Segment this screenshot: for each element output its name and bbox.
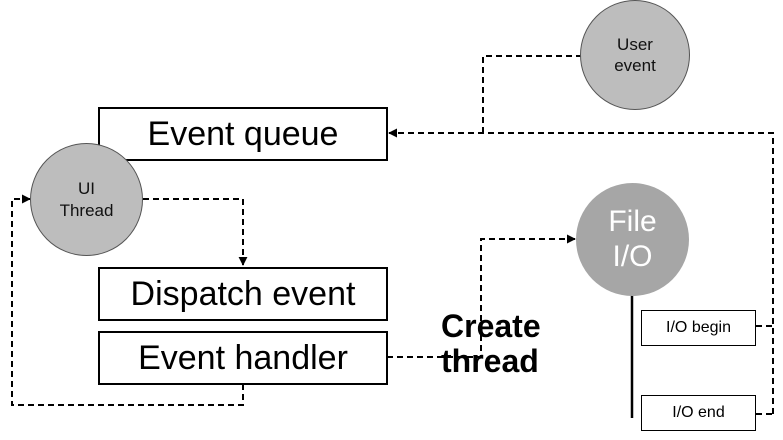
event-handler-label: Event handler bbox=[138, 338, 348, 377]
user-event-line-1: User bbox=[617, 34, 653, 54]
dispatch-event-box: Dispatch event bbox=[98, 267, 388, 321]
user-event-circle: User event bbox=[580, 0, 690, 110]
io-end-label: I/O end bbox=[672, 404, 725, 421]
create-thread-line-1: Create bbox=[441, 308, 541, 344]
dispatch-event-label: Dispatch event bbox=[130, 274, 356, 313]
file-io-line-2: I/O bbox=[612, 239, 653, 273]
handler-to-file-io-arrow bbox=[387, 234, 576, 358]
file-io-circle: File I/O bbox=[576, 183, 689, 296]
io-to-queue-arrow bbox=[388, 128, 774, 414]
ui-thread-line-2: Thread bbox=[59, 200, 114, 220]
file-io-line-1: File bbox=[608, 205, 657, 238]
io-begin-box: I/O begin bbox=[641, 310, 756, 346]
ui-thread-line-1: UI bbox=[78, 179, 95, 199]
user-event-line-2: event bbox=[614, 56, 656, 75]
event-handler-box: Event handler bbox=[98, 331, 388, 385]
io-begin-label: I/O begin bbox=[666, 319, 731, 336]
io-end-box: I/O end bbox=[641, 395, 756, 431]
user-event-to-queue-line bbox=[482, 55, 582, 133]
create-thread-label: Create thread bbox=[441, 308, 541, 380]
create-thread-line-2: thread bbox=[441, 343, 539, 380]
event-queue-box: Event queue bbox=[98, 107, 388, 161]
handler-to-ui-thread-arrow bbox=[11, 194, 244, 406]
event-queue-label: Event queue bbox=[147, 114, 339, 153]
ui-thread-to-dispatch-arrow bbox=[143, 198, 248, 266]
ui-thread-circle: UI Thread bbox=[30, 143, 143, 256]
